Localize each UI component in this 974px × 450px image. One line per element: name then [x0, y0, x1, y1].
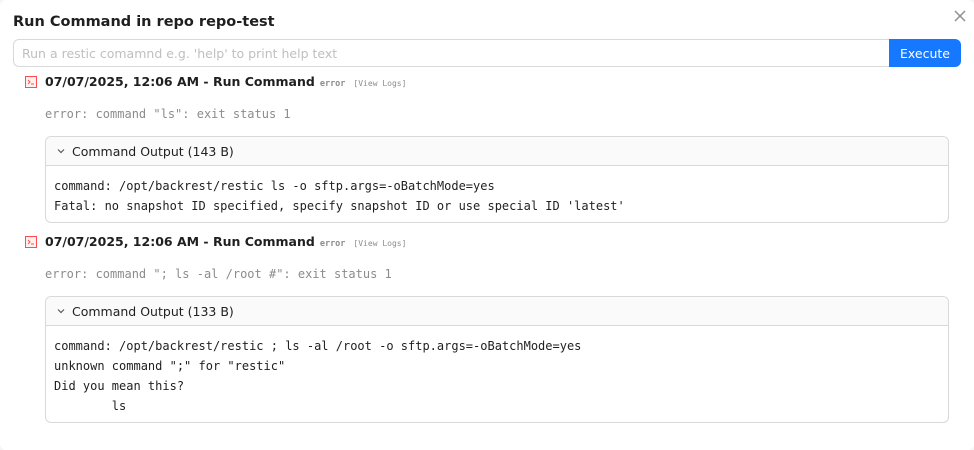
command-output-panel: Command Output (143 B) command: /opt/bac…	[45, 136, 949, 223]
close-icon[interactable]	[950, 6, 970, 26]
error-message: error: command "ls": exit status 1	[45, 107, 291, 121]
modal-title: Run Command in repo repo-test	[13, 14, 275, 30]
entry-header: 07/07/2025, 12:06 AM - Run Command error […	[24, 74, 949, 92]
command-history-entry: 07/07/2025, 12:06 AM - Run Command error […	[24, 74, 949, 223]
entry-title: 07/07/2025, 12:06 AM - Run Command error […	[45, 234, 406, 249]
command-output-text: command: /opt/backrest/restic ; ls -al /…	[54, 339, 582, 413]
terminal-error-icon	[25, 236, 37, 248]
command-output-text: command: /opt/backrest/restic ls -o sftp…	[54, 179, 625, 213]
command-output-toggle[interactable]: Command Output (143 B)	[46, 137, 948, 166]
view-logs-link[interactable]: [View Logs]	[353, 79, 407, 88]
command-output-panel: Command Output (133 B) command: /opt/bac…	[45, 296, 949, 423]
entry-title-text: 07/07/2025, 12:06 AM - Run Command	[45, 234, 315, 249]
command-input[interactable]	[13, 39, 889, 67]
command-output-toggle[interactable]: Command Output (133 B)	[46, 297, 948, 326]
terminal-error-icon	[25, 76, 37, 88]
error-message: error: command "; ls -al /root #": exit …	[45, 267, 392, 281]
status-tag: error	[319, 79, 346, 89]
view-logs-link[interactable]: [View Logs]	[353, 239, 407, 248]
chevron-down-icon	[57, 149, 65, 154]
command-output-label: Command Output (133 B)	[72, 303, 234, 319]
command-row: Execute	[13, 39, 961, 67]
execute-button[interactable]: Execute	[889, 39, 961, 67]
command-output-label: Command Output (143 B)	[72, 143, 234, 159]
entry-title-text: 07/07/2025, 12:06 AM - Run Command	[45, 74, 315, 89]
command-history-entry: 07/07/2025, 12:06 AM - Run Command error […	[24, 234, 949, 423]
status-tag: error	[319, 239, 346, 249]
entry-title: 07/07/2025, 12:06 AM - Run Command error […	[45, 74, 406, 89]
chevron-down-icon	[57, 309, 65, 314]
entry-header: 07/07/2025, 12:06 AM - Run Command error […	[24, 234, 949, 252]
